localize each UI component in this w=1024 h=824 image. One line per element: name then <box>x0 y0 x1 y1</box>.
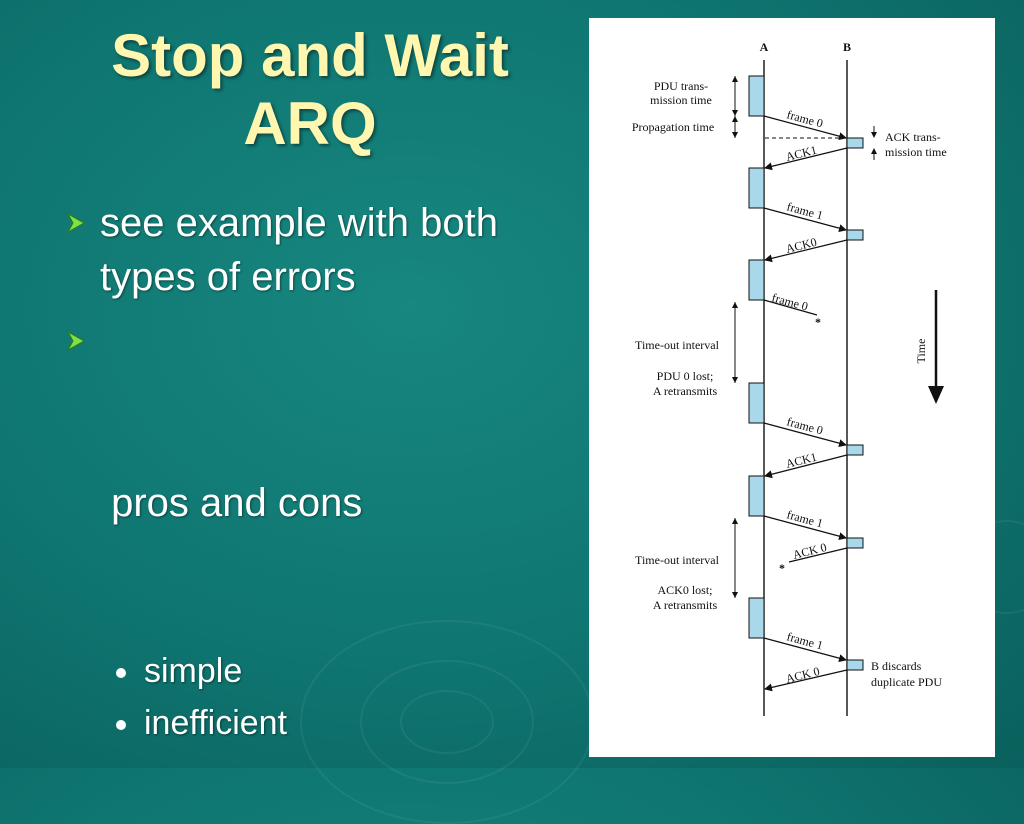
pdu-lost-label: PDU 0 lost; <box>657 369 714 383</box>
stop-and-wait-diagram: A B <box>589 18 995 757</box>
message-label: ACK1 <box>784 143 818 164</box>
frame-arrow <box>763 515 847 541</box>
loss-star-icon: * <box>815 315 821 329</box>
title-line-1: Stop and Wait <box>111 22 509 89</box>
retransmit-label: A retransmits <box>653 598 718 612</box>
station-a-label: A <box>760 40 769 54</box>
a-transmission-blocks <box>748 75 765 639</box>
time-arrow-head-icon <box>928 386 944 404</box>
sub-bullet-text: inefficient <box>144 704 288 742</box>
sub-bullet-item: inefficient <box>62 700 582 746</box>
sub-bullet-item: simple <box>62 648 582 694</box>
bullet-arrow-icon <box>66 330 86 352</box>
ack-arrow <box>764 454 848 479</box>
bullet-text-line: see example with both <box>100 201 499 245</box>
loss-star-icon: * <box>779 561 785 575</box>
message-label: ACK 0 <box>791 540 828 562</box>
ack-tx-label: mission time <box>885 145 947 159</box>
bullet-item: pros and cons <box>62 314 582 638</box>
ack-arrow <box>764 239 848 263</box>
frame-arrow <box>763 637 847 663</box>
title-line-2: ARQ <box>243 90 377 157</box>
sub-bullet-text: simple <box>144 652 243 690</box>
ack-lost-label: ACK0 lost; <box>657 583 712 597</box>
slide-title: Stop and Wait ARQ <box>40 22 580 158</box>
bullet-text: pros and cons <box>100 481 363 525</box>
ack-arrow <box>764 147 848 171</box>
propagation-label: Propagation time <box>632 120 714 134</box>
bullet-arrow-icon <box>66 212 86 234</box>
message-label: frame 0 <box>770 290 809 313</box>
frame-arrow <box>763 115 847 141</box>
sequence-diagram: A B <box>632 40 947 716</box>
frame-arrow <box>763 207 847 233</box>
retransmit-label: A retransmits <box>653 384 718 398</box>
timeout-label: Time-out interval <box>635 338 720 352</box>
ack-arrow <box>764 669 848 692</box>
discard-label: B discards <box>871 659 922 673</box>
bullet-list: see example with both types of errors pr… <box>62 196 582 746</box>
pdu-tx-label: mission time <box>650 93 712 107</box>
message-label: ACK 0 <box>784 664 821 686</box>
timeout-label: Time-out interval <box>635 553 720 567</box>
time-label: Time <box>914 339 928 364</box>
message-label: ACK0 <box>784 235 818 256</box>
ack-tx-label: ACK trans- <box>885 130 941 144</box>
message-label: ACK1 <box>784 450 818 471</box>
lost-frame-arrow <box>763 299 818 316</box>
discard-label: duplicate PDU <box>871 675 942 689</box>
bullet-dot-icon <box>116 720 126 730</box>
lost-ack-arrow <box>788 547 848 563</box>
station-b-label: B <box>843 40 851 54</box>
bullet-dot-icon <box>116 668 126 678</box>
bullet-item: see example with both types of errors <box>62 196 582 304</box>
bullet-text-line: types of errors <box>100 255 356 299</box>
frame-arrow <box>763 422 847 448</box>
b-ack-blocks <box>846 137 864 671</box>
pdu-tx-label: PDU trans- <box>654 79 708 93</box>
